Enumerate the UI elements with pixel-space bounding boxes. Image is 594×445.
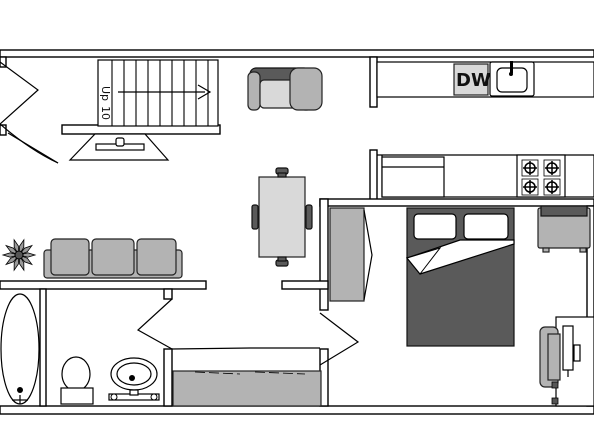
kitchen-counter: DW [376,61,594,98]
dining-table [251,167,313,267]
bathtub-icon [0,293,40,405]
stairs-count-label: 10 [99,106,112,120]
wall-light-icon [68,133,170,161]
dresser-icon [537,205,591,253]
kitchen-sink-icon [489,61,535,97]
hall-closet-doors[interactable] [136,298,360,366]
hall-closet-shelf [172,370,322,407]
plant-leaf [1,252,20,258]
plant-leaf [18,252,37,258]
bathroom-sink-icon [108,357,160,401]
bedroom-closet [329,207,373,302]
plant-icon [1,238,37,272]
armchair-icon [247,67,323,111]
entry-door[interactable] [0,61,59,164]
toilet-icon [60,356,94,405]
sofa-icon [43,238,183,279]
stove-icon [516,154,566,198]
stairs-direction-label: Up [99,86,112,101]
kitchen-lower-counter [377,154,594,198]
bed-icon[interactable] [405,207,515,347]
desk-icon [539,316,594,407]
interior-walls [0,56,594,407]
dishwasher-label: DW [456,70,491,91]
staircase[interactable]: Up 10 [97,59,219,127]
